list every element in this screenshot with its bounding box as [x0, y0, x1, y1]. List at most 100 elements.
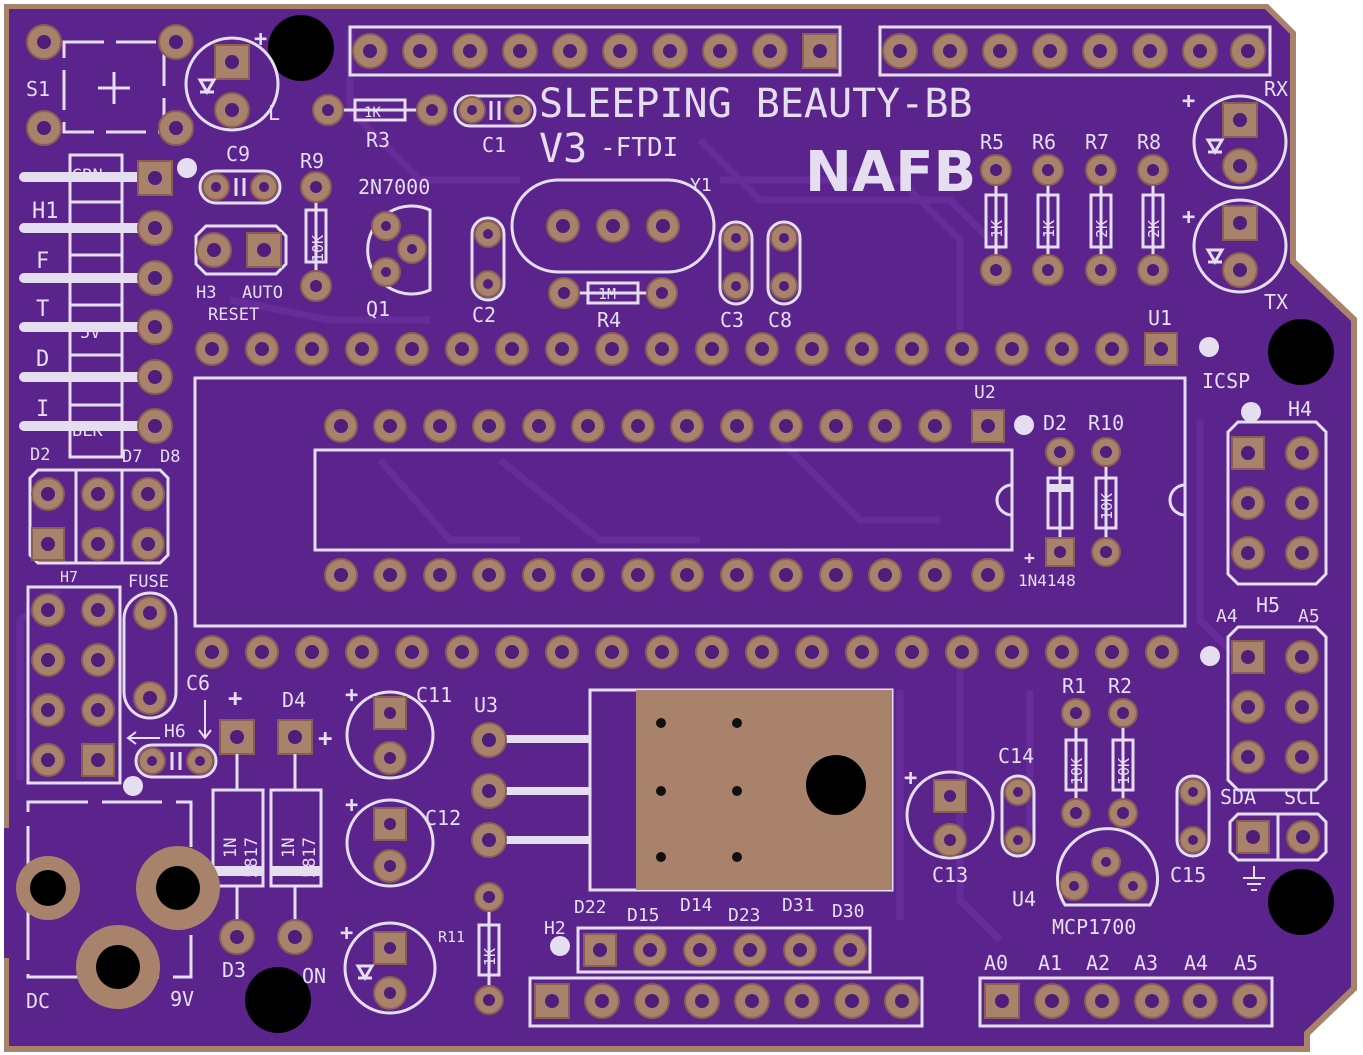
label-fuse: FUSE — [128, 572, 169, 592]
label-u1: U1 — [1148, 306, 1172, 330]
label-1n4148: 1N4148 — [1018, 571, 1076, 590]
label-d3-1n: 1N — [221, 838, 241, 858]
resistor-r9 — [300, 171, 332, 302]
transistor-q1 — [366, 204, 432, 296]
resistor-r11 — [474, 882, 504, 1015]
label-c12: C12 — [425, 806, 461, 830]
label-mcp1700: MCP1700 — [1052, 915, 1136, 939]
label-d4: D4 — [282, 688, 306, 712]
capacitor-c11 — [345, 690, 435, 780]
label-f: F — [36, 249, 49, 274]
label-r10: R10 — [1088, 411, 1124, 435]
label-r10-val: 10K — [1098, 493, 1116, 520]
board-brand: NAFB — [805, 140, 976, 205]
label-d3-5817: 5817 — [242, 837, 262, 878]
label-r11: R11 — [438, 928, 465, 946]
label-r2: R2 — [1108, 674, 1132, 698]
header-top-left — [352, 33, 838, 69]
label-h2: H2 — [544, 918, 566, 939]
led-tx — [1192, 198, 1288, 294]
led-l — [184, 36, 280, 132]
label-y1: Y1 — [690, 175, 712, 196]
u1-outline — [193, 376, 1187, 628]
label-q1: Q1 — [366, 297, 390, 321]
label-a3: A3 — [1134, 951, 1158, 975]
label-r7-val: 2K — [1093, 220, 1111, 238]
label-r7: R7 — [1085, 130, 1109, 154]
label-plus-d4: + — [318, 724, 332, 752]
label-u4: U4 — [1012, 887, 1036, 911]
mount-hole-tl — [268, 15, 334, 81]
header-h7 — [26, 585, 122, 785]
label-s1: S1 — [26, 77, 50, 101]
label-d2: D2 — [30, 445, 50, 465]
regulator-u4 — [1056, 827, 1159, 907]
resistors-r5-r8 — [980, 154, 1169, 286]
label-plus-c12: + — [345, 793, 358, 818]
resistor-r4 — [548, 277, 678, 309]
label-reset: RESET — [208, 305, 259, 325]
header-analog — [978, 976, 1274, 1028]
capacitor-c6 — [126, 700, 218, 779]
dc-jack-tab — [4, 828, 18, 958]
u2-notch — [995, 483, 1013, 517]
label-dc: DC — [26, 989, 50, 1013]
header-i2c — [1228, 812, 1328, 891]
label-r6-val: 1K — [1040, 220, 1058, 238]
header-top-left-outline — [348, 25, 842, 77]
icsp-header-h4 — [1226, 420, 1328, 586]
label-plus-rx: + — [1182, 89, 1195, 114]
capacitor-c13 — [905, 770, 995, 860]
label-r3-val: 1K — [364, 105, 381, 121]
label-c15: C15 — [1170, 863, 1206, 887]
label-c9: C9 — [226, 142, 250, 166]
label-d23: D23 — [728, 905, 761, 926]
label-d22: D22 — [574, 897, 607, 918]
header-top-right — [882, 33, 1266, 69]
label-r1-val: 10K — [1068, 758, 1086, 785]
label-r5-val: 1K — [988, 220, 1006, 238]
label-c2: C2 — [472, 303, 496, 327]
label-plus-d2: + — [1024, 548, 1035, 569]
label-9v: 9V — [170, 987, 194, 1011]
label-r2-val: 10K — [1115, 758, 1133, 785]
label-blk: BLK — [72, 421, 103, 441]
u2-pins-top — [324, 409, 1005, 443]
header-top-right-outline — [878, 25, 1272, 77]
label-plus-d3: + — [228, 684, 242, 712]
label-u2: U2 — [974, 382, 996, 403]
capacitor-c3 — [718, 220, 754, 306]
label-r5: R5 — [980, 130, 1004, 154]
led-on — [343, 921, 437, 1015]
label-rx: RX — [1264, 77, 1288, 101]
label-grn: GRN — [72, 166, 103, 186]
label-r9: R9 — [300, 149, 324, 173]
label-5v: 5V — [80, 323, 100, 343]
crystal-y1 — [510, 178, 716, 274]
capacitor-c14 — [1000, 774, 1036, 858]
regulator-u3 — [471, 688, 894, 892]
led-rx — [1192, 94, 1288, 190]
label-r4: R4 — [597, 308, 621, 332]
header-digital-bottom — [576, 926, 872, 974]
label-a4-h5: A4 — [1216, 606, 1238, 627]
label-r9-val: 10K — [309, 235, 327, 262]
label-r11-val: 1K — [481, 948, 499, 966]
label-h1: H1 — [32, 199, 59, 224]
label-a4: A4 — [1184, 951, 1208, 975]
label-l: L — [268, 101, 280, 125]
dc-jack — [16, 800, 220, 1009]
label-d3: D3 — [222, 958, 246, 982]
diode-d3 — [211, 719, 265, 955]
label-sda: SDA — [1220, 785, 1256, 809]
label-auto: AUTO — [242, 283, 283, 303]
label-icsp: ICSP — [1202, 369, 1250, 393]
label-q1-part: 2N7000 — [358, 175, 430, 199]
mount-hole-r — [1268, 319, 1334, 385]
label-scl: SCL — [1284, 785, 1320, 809]
resistor-r10 — [1091, 437, 1121, 567]
label-a2: A2 — [1086, 951, 1110, 975]
label-r3: R3 — [366, 128, 390, 152]
label-plus-tx: + — [1182, 205, 1195, 230]
